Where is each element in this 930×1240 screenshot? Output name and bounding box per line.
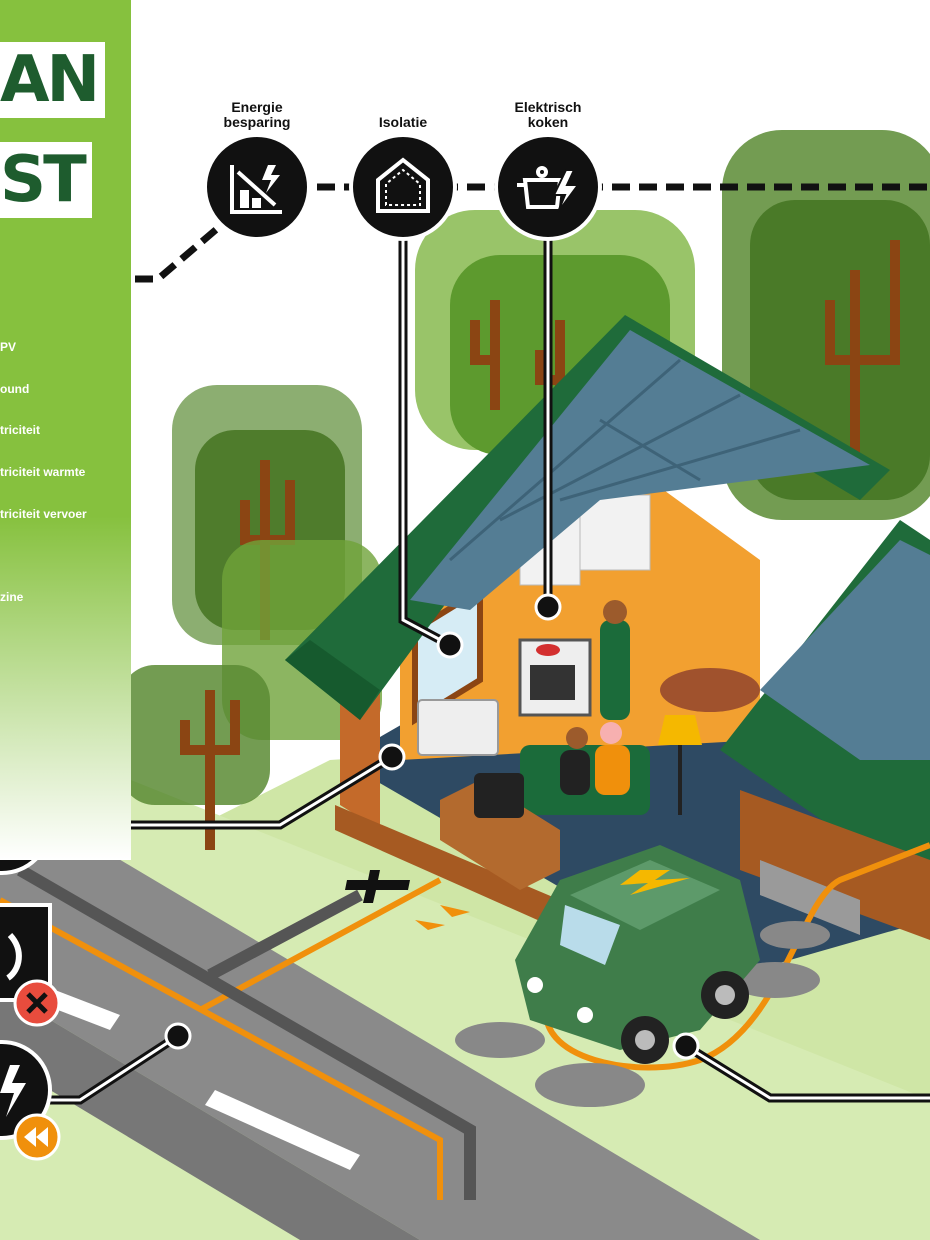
label-line: Isolatie — [378, 114, 428, 130]
plus-symbol — [345, 870, 410, 903]
insulated-house-icon — [376, 157, 430, 213]
page-title-line2: ST — [0, 142, 92, 218]
close-icon — [26, 992, 48, 1014]
solar-panel — [410, 330, 870, 610]
dashed-connector — [0, 183, 930, 283]
bolt-icon — [0, 1065, 26, 1117]
pointer-dot — [436, 631, 464, 659]
lamp — [658, 715, 702, 745]
person — [566, 727, 588, 749]
electric-cooking-pot-icon — [517, 166, 580, 213]
person — [600, 620, 630, 720]
pointer-line — [401, 238, 451, 647]
bench — [440, 780, 560, 890]
sidebar-item-electricity-transport[interactable]: triciteit vervoer — [0, 507, 87, 521]
kitchen-cabinet — [579, 494, 651, 571]
road-shadow — [0, 990, 420, 1240]
label-line: Energie — [231, 99, 283, 115]
pointer-line — [685, 1044, 930, 1100]
stepping-stone — [455, 1022, 545, 1058]
bolt-icon — [620, 870, 690, 895]
electric-cooking-circle[interactable] — [494, 133, 602, 241]
house-wall-right — [740, 790, 930, 940]
label-line: koken — [527, 114, 569, 130]
sidebar-item-pv[interactable]: PV — [0, 340, 17, 354]
label-electric-cooking: Elektrisch koken — [488, 100, 608, 130]
stepping-stone — [760, 921, 830, 949]
pointer-dot — [378, 743, 406, 771]
sidebar-item-electricity[interactable]: triciteit — [0, 423, 41, 437]
charger-device — [474, 773, 524, 818]
house-wall-left — [340, 680, 380, 830]
direction-arrow — [415, 920, 445, 930]
rewind-icon — [24, 1127, 36, 1147]
house-base — [335, 805, 560, 930]
page-title-line1: AN — [0, 42, 106, 118]
sidebar-item-petrol[interactable]: zine — [0, 590, 24, 604]
roof-edge — [285, 640, 380, 720]
sidebar-item-ground[interactable]: ound — [0, 382, 30, 396]
energy-saving-chart-icon — [230, 165, 282, 214]
road-marking — [205, 1090, 360, 1170]
label-insulation: Isolatie — [343, 115, 463, 130]
orange-cable — [0, 877, 443, 1200]
pointer-dot — [164, 1022, 192, 1050]
direction-arrow — [440, 905, 470, 917]
road-marking — [45, 990, 120, 1030]
stepping-stone — [730, 962, 820, 998]
label-line: besparing — [223, 114, 291, 130]
gray-cable — [16, 864, 476, 1200]
car-windshield — [560, 905, 620, 965]
sidebar-item-electricity-heat[interactable]: triciteit warmte — [0, 465, 86, 479]
flame-icon — [6, 932, 22, 981]
label-line: Elektrisch — [514, 99, 582, 115]
tree — [120, 665, 270, 805]
person — [600, 722, 622, 744]
pointer-line — [40, 1034, 179, 1102]
stairs — [760, 860, 860, 935]
radiator — [417, 699, 499, 756]
solar-panel — [760, 540, 930, 760]
road — [0, 830, 760, 1240]
label-energy-saving: Energie besparing — [197, 100, 317, 130]
pointer-dot — [672, 1032, 700, 1060]
stepping-stone — [535, 1063, 645, 1107]
insulation-circle[interactable] — [349, 133, 457, 241]
table — [660, 668, 760, 712]
pointer-dot — [534, 593, 562, 621]
